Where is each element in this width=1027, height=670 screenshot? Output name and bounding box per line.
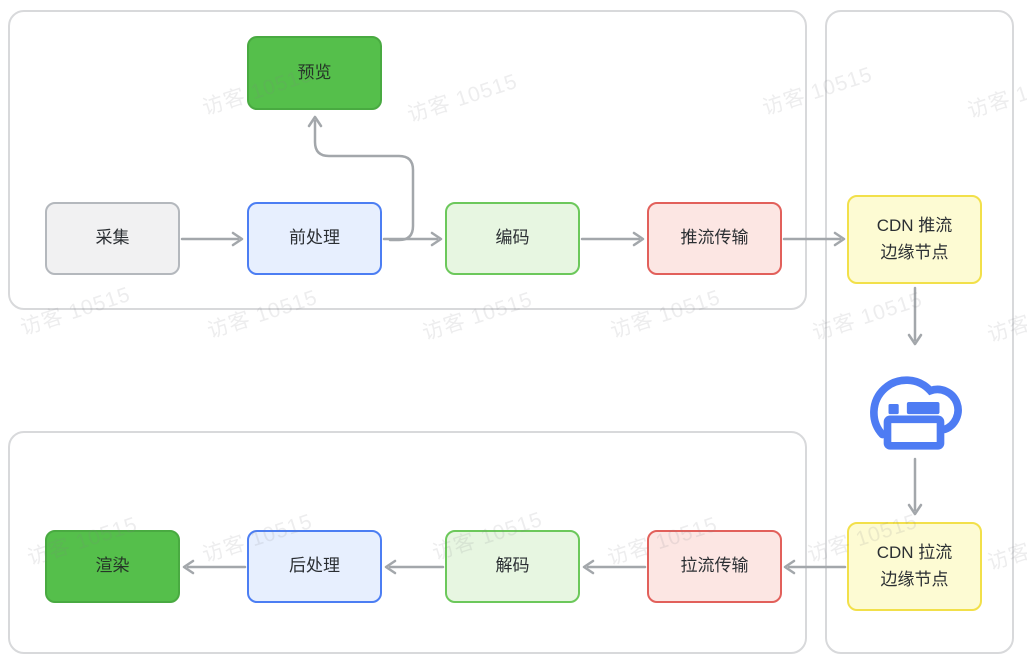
cloud-cdn-icon [870,376,962,450]
node-postprocess: 后处理 [247,530,382,603]
node-preprocess: 前处理 [247,202,382,275]
node-preview: 预览 [247,36,382,110]
node-cdn-pull: CDN 拉流 边缘节点 [847,522,982,611]
node-render: 渲染 [45,530,180,603]
node-pull-transfer: 拉流传输 [647,530,782,603]
node-decode: 解码 [445,530,580,603]
node-push-transfer: 推流传输 [647,202,782,275]
node-encode: 编码 [445,202,580,275]
node-capture: 采集 [45,202,180,275]
node-cdn-push: CDN 推流 边缘节点 [847,195,982,284]
